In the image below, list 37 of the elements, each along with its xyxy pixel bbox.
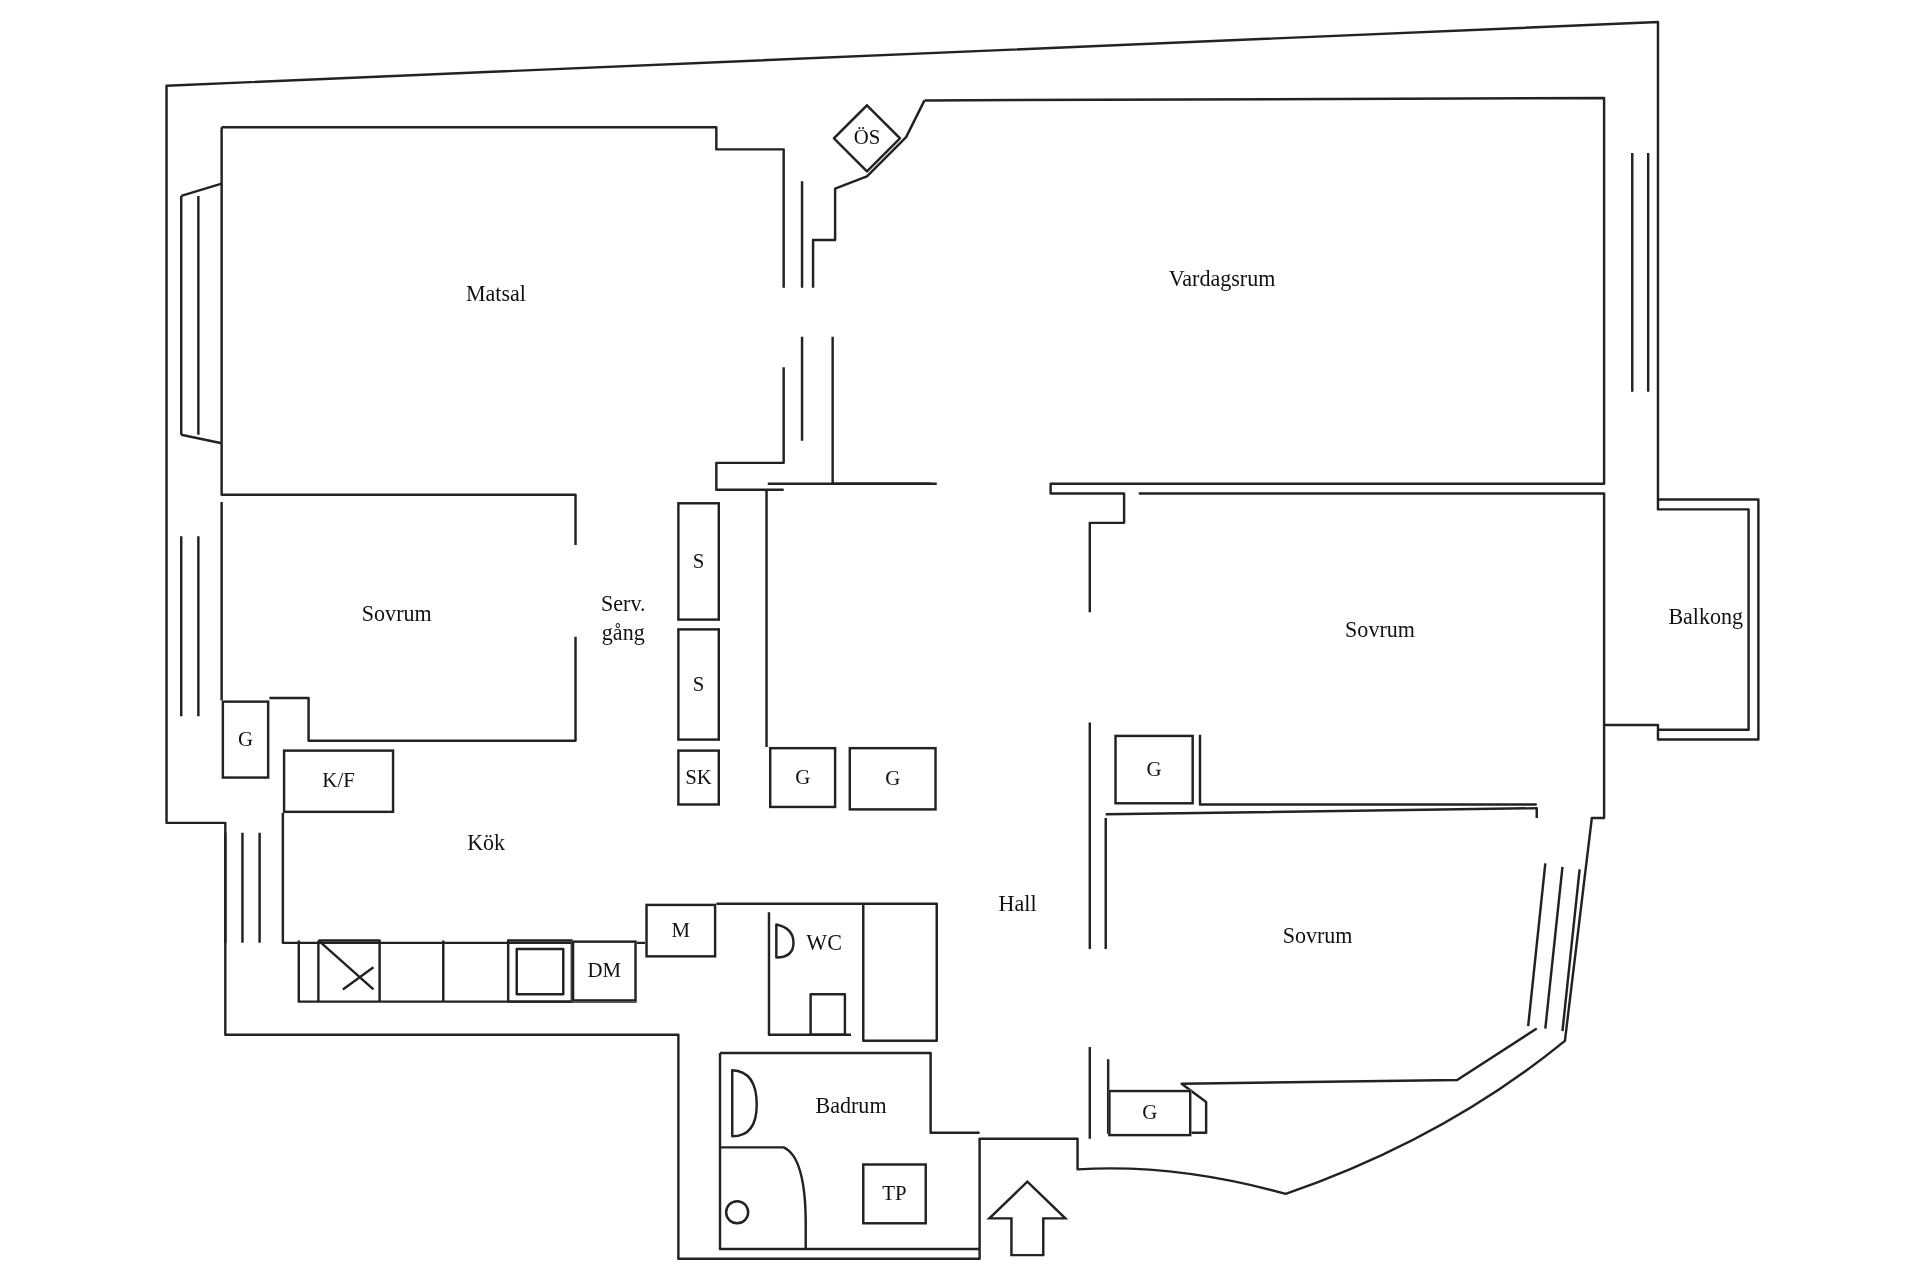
room-label: Kök	[467, 829, 506, 857]
room-label: Sovrum	[1345, 615, 1415, 644]
room-label: Hall	[998, 890, 1037, 918]
closet-label: G	[1146, 757, 1162, 782]
room-label: Balkong	[1668, 603, 1744, 632]
closet-box	[769, 746, 837, 809]
closet-box	[677, 502, 720, 621]
room-label: Matsal	[465, 280, 526, 308]
shaft-diamond	[832, 104, 902, 173]
closet-box	[1114, 734, 1194, 805]
closet-label: G	[1142, 1100, 1158, 1126]
closet-box	[571, 940, 637, 1002]
closet-box	[848, 746, 937, 811]
storage-label: S	[692, 549, 705, 574]
room-label: Badrum	[815, 1092, 887, 1120]
closet-box	[677, 628, 720, 741]
appliance-label: M	[671, 918, 691, 943]
room-label: Sovrum	[1282, 922, 1353, 950]
room-label: Sovrum	[361, 600, 432, 628]
closet-label: SK	[685, 765, 712, 790]
shaft-label: ÖS	[853, 126, 881, 151]
fridge-freezer-label: K/F	[322, 769, 355, 794]
closet-label: G	[238, 727, 254, 752]
closet-box	[677, 749, 720, 806]
closet-box	[221, 700, 270, 779]
room-label: WC	[806, 929, 842, 957]
room-label: Serv. gång	[600, 590, 647, 648]
closet-box	[1108, 1089, 1192, 1137]
storage-label: S	[692, 672, 705, 697]
laundry-label: TP	[882, 1181, 907, 1207]
closet-box	[862, 1163, 927, 1225]
closet-box	[282, 749, 395, 814]
dishwasher-label: DM	[587, 958, 622, 984]
closet-label: G	[795, 765, 811, 790]
closet-box	[645, 903, 717, 958]
room-label: Vardagsrum	[1168, 265, 1276, 294]
closet-label: G	[885, 766, 901, 792]
